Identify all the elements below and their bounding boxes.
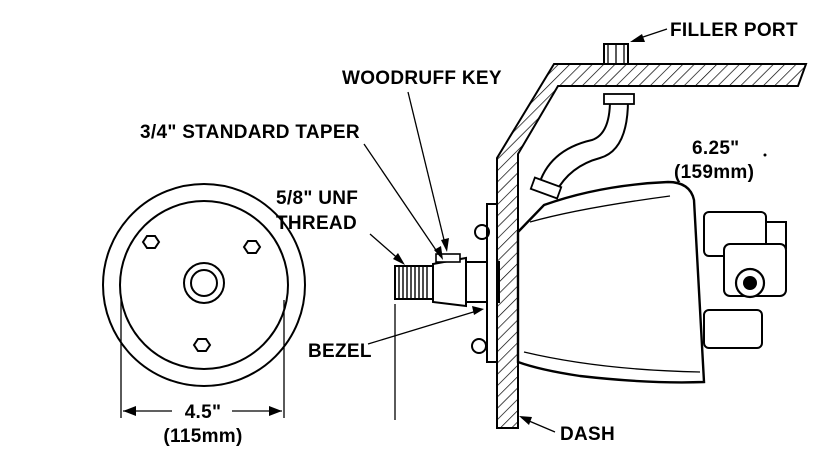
standard-taper-label: 3/4" STANDARD TAPER xyxy=(140,122,360,143)
woodruff-key-slot xyxy=(435,253,461,263)
dash-hatched-wall xyxy=(496,63,808,429)
bezel-arrow xyxy=(472,306,484,315)
dash-panel xyxy=(496,63,808,429)
dash-arrow xyxy=(519,416,532,425)
woodruff-key-arrow xyxy=(441,238,449,252)
standard-taper-arrow xyxy=(434,246,443,260)
unf-thread-label-2: THREAD xyxy=(276,213,357,234)
bezel-nut-bottom xyxy=(471,338,487,354)
width-mm-label: (115mm) xyxy=(163,426,242,447)
dash-label: DASH xyxy=(560,424,615,445)
filler-port-arrow xyxy=(630,34,645,42)
length-mm-label: (159mm) xyxy=(674,162,754,183)
bezel-leader xyxy=(367,309,481,345)
width-in-label: 4.5" xyxy=(185,402,222,423)
front-view: 4.5" (115mm) xyxy=(102,183,306,447)
fitting-port-inner xyxy=(743,276,757,290)
fitting-lower xyxy=(703,309,763,349)
pump-housing-shade xyxy=(529,195,671,223)
length-dot xyxy=(763,153,767,157)
length-in-label: 6.25" xyxy=(692,138,740,159)
thread-lines xyxy=(398,266,428,299)
front-hub-outer xyxy=(183,262,225,304)
bezel-plate xyxy=(486,203,498,363)
front-outer-ring xyxy=(102,183,306,387)
hose-clamp-upper xyxy=(603,93,635,105)
mounting-bolt-right xyxy=(242,240,262,254)
filler-hose xyxy=(536,99,630,194)
bezel xyxy=(471,203,498,363)
labels: FILLER PORT WOODRUFF KEY 3/4" STANDARD T… xyxy=(140,20,798,445)
woodruff-key-label: WOODRUFF KEY xyxy=(342,68,502,89)
pump-housing-shade-2 xyxy=(523,351,701,373)
taper-section xyxy=(432,256,467,308)
width-arrow-left xyxy=(123,406,136,416)
filler-port-label: FILLER PORT xyxy=(670,20,798,41)
steering-shaft xyxy=(394,253,500,420)
bezel-label: BEZEL xyxy=(308,341,372,362)
width-arrow-right xyxy=(269,406,282,416)
woodruff-key-leader xyxy=(407,91,447,249)
mounting-bolt-bottom xyxy=(192,338,212,352)
hose-clamp-lower xyxy=(529,176,563,200)
standard-taper-leader xyxy=(363,143,441,257)
pump-housing xyxy=(516,180,706,384)
front-hub-inner xyxy=(190,269,218,297)
front-inner-disc xyxy=(119,200,289,370)
unf-thread-label-1: 5/8" UNF xyxy=(276,188,358,209)
pump-body xyxy=(516,43,787,384)
bezel-nut-top xyxy=(474,224,490,240)
mounting-bolt-left xyxy=(141,235,161,249)
unf-thread-arrow xyxy=(393,253,405,265)
